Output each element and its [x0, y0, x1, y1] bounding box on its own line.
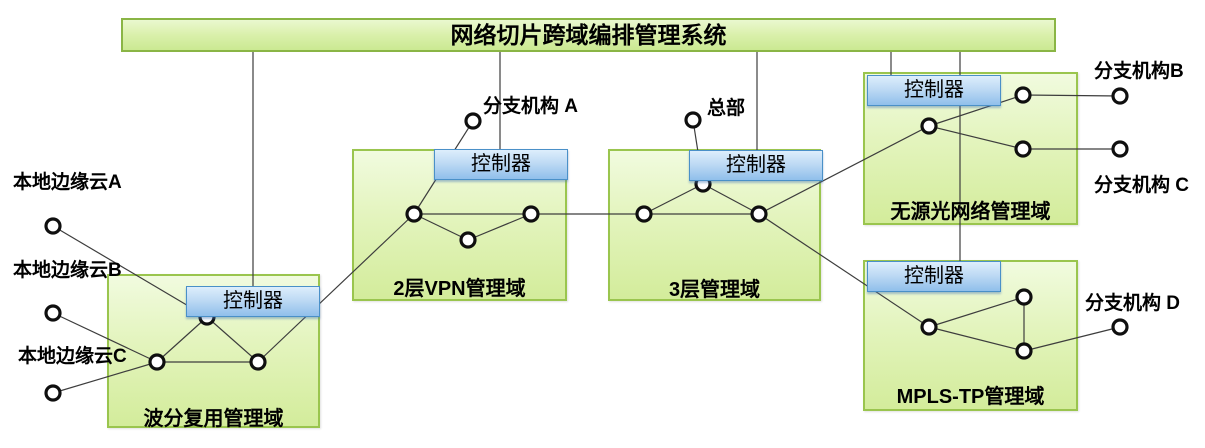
edge-wdm-internal-2	[206, 316, 259, 363]
node-wdm-right	[249, 353, 267, 371]
edge-l2vpn-internal-2	[467, 213, 532, 241]
endpoint-label-branch-a: 分支机构 A	[483, 96, 579, 117]
node-pon-bottom	[1014, 140, 1032, 158]
node-mplstp-hub	[920, 318, 938, 336]
controller-box-pon: 控制器	[867, 75, 1001, 106]
edge-cloudB-wdm	[52, 312, 158, 363]
edge-l3-mplstp	[758, 213, 930, 328]
edge-cloudC-wdm	[52, 361, 158, 394]
domain-label-l2vpn: 2层VPN管理域	[393, 278, 526, 300]
node-l2vpn-left	[405, 205, 423, 223]
node-edge-cloud-a	[44, 217, 62, 235]
endpoint-label-edge-cloud-b: 本地边缘云B	[13, 260, 122, 281]
controller-box-wdm: 控制器	[186, 286, 320, 317]
node-wdm-left	[148, 353, 166, 371]
endpoint-label-branch-d: 分支机构 D	[1085, 293, 1181, 314]
node-l2vpn-right	[522, 205, 540, 223]
controller-drop-lines	[252, 52, 961, 286]
node-branch-b	[1111, 87, 1129, 105]
endpoint-label-edge-cloud-c: 本地边缘云C	[18, 346, 127, 367]
edge-mplstp-branchD	[1023, 326, 1121, 352]
domain-label-l3: 3层管理域	[668, 279, 761, 301]
node-hq	[684, 111, 702, 129]
node-l3-right	[750, 205, 768, 223]
node-edge-cloud-b	[44, 304, 62, 322]
node-branch-a	[464, 112, 482, 130]
node-edge-cloud-c	[44, 384, 62, 402]
edge-l3-internal-3	[702, 183, 760, 215]
edge-l3-internal-2	[643, 183, 704, 215]
controller-box-mplstp: 控制器	[867, 261, 1001, 292]
edge-pon-internal-1	[928, 94, 1024, 127]
node-branch-c	[1111, 140, 1129, 158]
edge-l2vpn-internal-1	[413, 213, 469, 241]
node-mplstp-bottom	[1015, 342, 1033, 360]
topology-nodes	[44, 86, 1129, 402]
edge-mplstp-internal-2	[928, 326, 1025, 352]
node-mplstp-top	[1015, 288, 1033, 306]
domain-label-mplstp: MPLS-TP管理域	[896, 386, 1045, 408]
topology-edges	[52, 94, 1121, 394]
edge-mplstp-internal-1	[928, 296, 1025, 328]
node-l3-left	[635, 205, 653, 223]
edge-pon-branchB	[1022, 94, 1121, 97]
node-branch-d	[1111, 318, 1129, 336]
node-pon-top	[1014, 86, 1032, 104]
node-pon-hub	[920, 117, 938, 135]
endpoint-label-branch-b: 分支机构B	[1094, 61, 1184, 82]
endpoint-label-edge-cloud-a: 本地边缘云A	[13, 172, 122, 193]
edge-cloudA-wdm	[52, 225, 208, 318]
domain-label-wdm: 波分复用管理域	[143, 408, 284, 430]
controller-box-l3: 控制器	[689, 150, 823, 181]
edge-wdm-l2vpn	[257, 213, 415, 363]
edge-pon-internal-2	[928, 125, 1024, 150]
domain-label-pon: 无源光网络管理域	[890, 201, 1051, 223]
endpoint-label-branch-c: 分支机构 C	[1094, 175, 1190, 196]
endpoint-label-hq: 总部	[707, 98, 746, 119]
system-title-banner: 网络切片跨域编排管理系统	[121, 18, 1056, 52]
node-l2vpn-middle	[459, 231, 477, 249]
edge-wdm-internal-1	[156, 316, 208, 363]
edge-l3-pon	[758, 125, 930, 215]
controller-box-l2vpn: 控制器	[434, 149, 568, 180]
